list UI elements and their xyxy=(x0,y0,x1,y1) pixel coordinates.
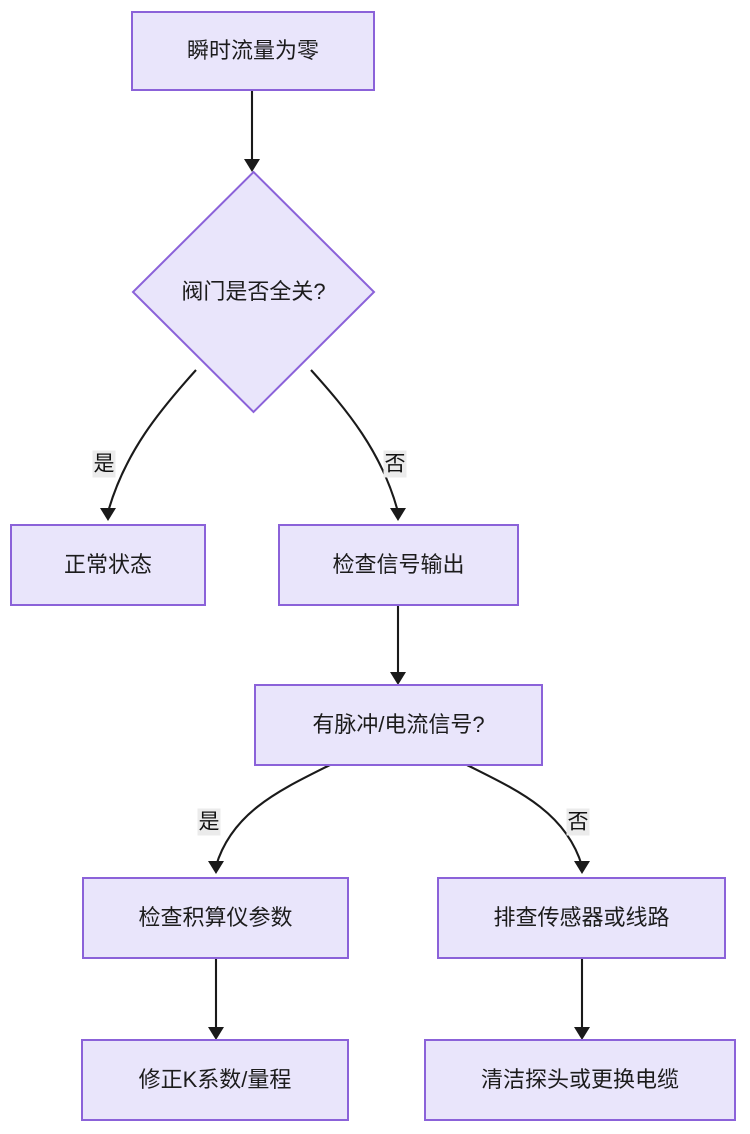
edge-label-background xyxy=(383,450,407,478)
edge-path xyxy=(106,369,197,513)
edge-label-text: 否 xyxy=(568,811,589,834)
node-shape-rect xyxy=(254,684,543,766)
node-n2[interactable]: 阀门是否全关? xyxy=(131,170,376,414)
node-n7[interactable]: 排查传感器或线路 xyxy=(437,877,726,959)
node-n3[interactable]: 正常状态 xyxy=(10,524,206,606)
edge-label-background xyxy=(566,808,590,836)
edge-label-e5: 是 xyxy=(197,808,221,836)
node-shape-rect xyxy=(10,524,206,606)
node-shape-rect xyxy=(81,1039,349,1121)
arrowhead-icon xyxy=(390,672,406,685)
node-shape-rect xyxy=(82,877,349,959)
node-n5[interactable]: 有脉冲/电流信号? xyxy=(254,684,543,766)
node-shape-rect xyxy=(278,524,519,606)
arrowhead-icon xyxy=(244,159,260,172)
edge-n2-to-n3 xyxy=(100,369,197,521)
node-shape-rect xyxy=(131,11,375,91)
edge-n5-to-n6 xyxy=(208,764,331,874)
edge-n1-to-n2 xyxy=(244,90,260,172)
node-label: 检查积算仪参数 xyxy=(138,905,292,930)
edge-label-e3: 否 xyxy=(383,450,407,478)
node-n6[interactable]: 检查积算仪参数 xyxy=(82,877,349,959)
edge-labels-layer: 是否是否 xyxy=(92,450,590,836)
node-label: 检查信号输出 xyxy=(332,552,464,577)
edge-label-e6: 否 xyxy=(566,808,590,836)
arrowhead-icon xyxy=(574,861,590,874)
node-n8[interactable]: 修正K系数/量程 xyxy=(81,1039,349,1121)
node-label: 清洁探头或更换电缆 xyxy=(481,1067,679,1092)
arrowhead-icon xyxy=(208,1027,224,1040)
edge-n5-to-n7 xyxy=(466,764,590,874)
node-n9[interactable]: 清洁探头或更换电缆 xyxy=(424,1039,736,1121)
arrowhead-icon xyxy=(208,861,224,874)
node-label: 瞬时流量为零 xyxy=(187,38,319,63)
node-shape-diamond xyxy=(131,170,376,414)
node-label: 修正K系数/量程 xyxy=(139,1067,292,1092)
edge-label-text: 是 xyxy=(94,453,115,476)
arrowhead-icon xyxy=(390,508,406,521)
edge-n4-to-n5 xyxy=(390,605,406,685)
edge-label-background xyxy=(197,808,221,836)
edge-path xyxy=(310,369,400,513)
node-shape-rect xyxy=(437,877,726,959)
node-shape-rect xyxy=(424,1039,736,1121)
arrowhead-icon xyxy=(100,508,116,521)
arrowhead-icon xyxy=(574,1027,590,1040)
node-label: 有脉冲/电流信号? xyxy=(312,712,484,737)
node-label: 正常状态 xyxy=(64,552,152,577)
edge-label-background xyxy=(92,450,116,478)
edge-label-e2: 是 xyxy=(92,450,116,478)
node-label: 阀门是否全关? xyxy=(181,279,325,304)
edge-n6-to-n8 xyxy=(208,958,224,1040)
node-n1[interactable]: 瞬时流量为零 xyxy=(131,11,375,91)
edge-n7-to-n9 xyxy=(574,958,590,1040)
edge-path xyxy=(214,764,331,867)
edge-n2-to-n4 xyxy=(310,369,406,521)
edges-layer xyxy=(100,90,590,1040)
edge-label-text: 是 xyxy=(199,811,220,834)
edge-label-text: 否 xyxy=(385,453,406,476)
node-n4[interactable]: 检查信号输出 xyxy=(278,524,519,606)
edge-path xyxy=(466,764,584,867)
node-label: 排查传感器或线路 xyxy=(493,905,669,930)
